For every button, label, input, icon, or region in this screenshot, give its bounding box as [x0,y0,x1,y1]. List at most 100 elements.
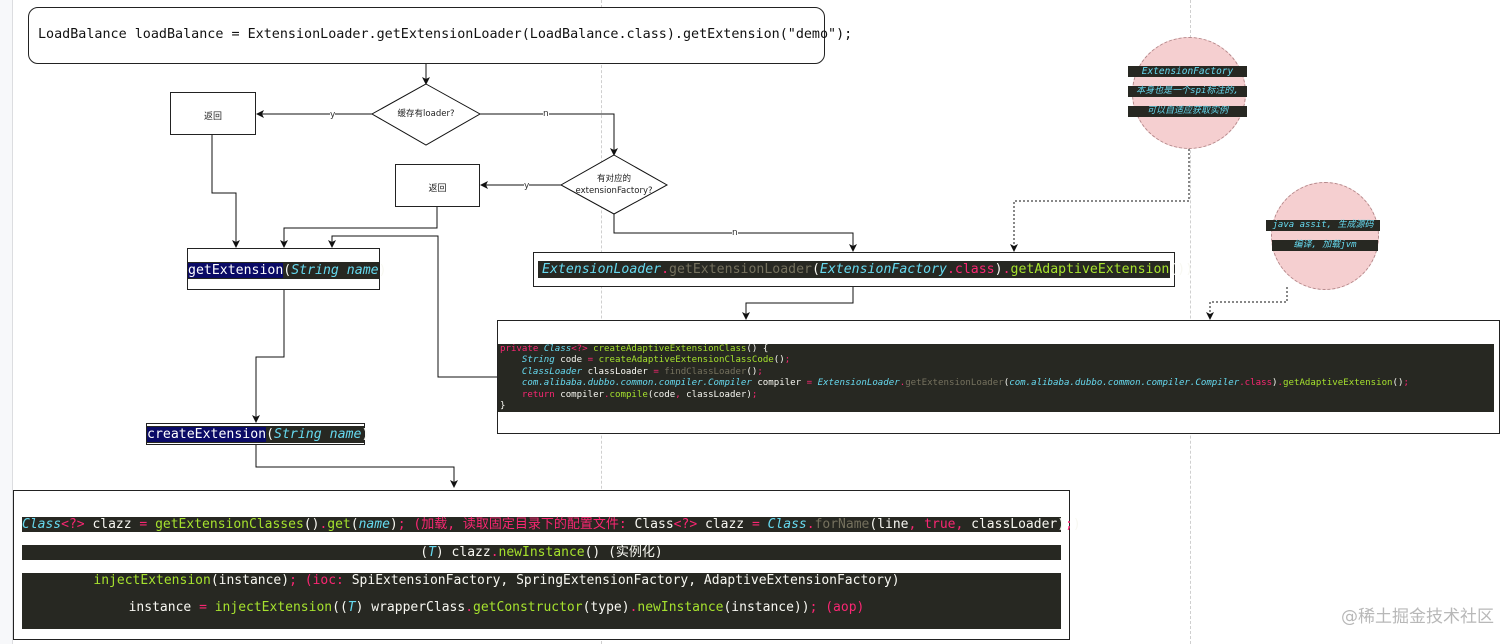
tok: . [1239,378,1245,389]
decision-has-factory [559,154,669,215]
tok: true [916,517,956,532]
tok: <?> [673,517,698,532]
factory-note-line: 本身也是一个spi标注的, [1128,86,1247,97]
tok: code [554,355,588,366]
tok: compiler [554,389,605,400]
tok: ; [809,600,818,615]
tok: . [899,378,906,389]
tok: private [500,344,544,354]
decision-factory-label: 有对应的 extensionFactory? [565,173,663,197]
tok: . [319,517,328,532]
tok: classLoader) [680,389,752,400]
tok: () [1392,378,1404,389]
tok: ( [420,545,429,560]
tok: ()) [1169,262,1194,277]
step-load-class: Class<?> clazz = getExtensionClasses().g… [22,517,1081,532]
edge-label-no: n [732,228,738,238]
tok: get [327,517,351,532]
paren: ) [378,263,387,278]
tok: com.alibaba.dubbo.common.compiler.Compil… [1009,378,1240,389]
tok: ; [397,517,406,532]
tok: clazz [697,517,752,532]
tok: () [746,366,758,377]
tok: instance [128,600,200,615]
tok: (code [647,389,676,400]
tok: getConstructor [473,600,583,615]
tok: . [490,545,499,560]
tok: (instance)) [723,600,810,615]
return-node: 返回 [170,92,256,135]
tok: = [199,600,207,615]
tok: return [500,389,555,400]
tok: ) wrapperClass [355,600,466,615]
method-name: getExtension [188,263,284,278]
tok: T [347,600,356,615]
javassist-note-circle [1271,182,1379,290]
tok: name [358,517,390,532]
edge-return2-to-get [280,207,438,248]
adaptive-class-node: private Class<?> createAdaptiveExtension… [497,320,1500,434]
tok: . [806,517,815,532]
tok: ) clazz [435,545,491,560]
step-new-instance: (T) clazz.newInstance() (实例化) [22,545,1061,560]
tok: = [751,517,760,532]
tok: Class [543,344,572,354]
method-name: createExtension [147,427,267,442]
tok: ClassLoader [500,366,583,377]
edge-adaptive-to-get [328,235,497,378]
tok: ) [1072,517,1081,532]
tok: createAdaptiveExtensionClass [587,344,747,354]
decision-cache-label: 缓存有loader? [397,109,455,119]
tok: ; [751,389,758,400]
tok: . [946,262,955,277]
tok: classLoader) [963,517,1066,532]
tok: compile [609,389,648,400]
edge-return1-to-get [211,135,240,248]
left-gutter [0,0,13,644]
create-extension-node: createExtension(String name) [146,423,369,445]
tok: () (实例化) [584,545,663,560]
adaptive-factory-node: ExtensionLoader.getExtensionLoader(Exten… [533,252,1193,287]
javassist-note-line: 编译, 加载jvm [1272,240,1378,251]
tok: Class [634,517,674,532]
tok: . [604,389,610,400]
tok: . [1002,262,1011,277]
tok: . [629,600,638,615]
tok: ; [1065,517,1073,532]
get-extension-signature: getExtension(String name) [188,262,387,279]
tok: . [465,600,474,615]
tok: <?> [571,344,588,354]
tok: = [139,517,148,532]
tok: () [773,355,785,366]
tok: getExtensionLoader [905,378,1004,389]
tok: ExtensionLoader [542,262,662,277]
tok: ( [811,262,820,277]
factory-note-line: ExtensionFactory [1128,66,1247,77]
tok: . [661,262,670,277]
tok: newInstance [637,600,724,615]
step-inject-wrap: injectExtension(instance); (ioc: SpiExte… [22,573,1061,629]
tok: , [908,517,917,532]
tok: ; [1403,378,1409,389]
tok: ) [1272,378,1278,389]
tok: , [955,517,964,532]
param: String name [274,427,362,442]
tok: ) [389,517,398,532]
tok: = [653,366,659,377]
tok: (type) [582,600,630,615]
tok: ; [784,355,791,366]
step-wrap-aop: instance = injectExtension((T) wrapperCl… [22,600,1061,615]
tok: () { [746,344,769,354]
javassist-note-line: java assit, 生成源码 [1266,220,1380,231]
tok: SpiExtensionFactory, SpringExtensionFact… [343,573,900,588]
return-node: 返回 [395,164,480,207]
decision-cache-loader [370,83,482,146]
tok: getExtensionLoader [669,262,812,277]
edge-label-yes: y [524,181,530,191]
tok: (line [869,517,909,532]
tok: Class [22,517,62,532]
tok: getAdaptiveExtension [1010,262,1170,277]
tok: . [1277,378,1284,389]
create-steps-node: Class<?> clazz = getExtensionClasses().g… [13,490,1081,640]
edge-label-yes: y [330,110,336,120]
